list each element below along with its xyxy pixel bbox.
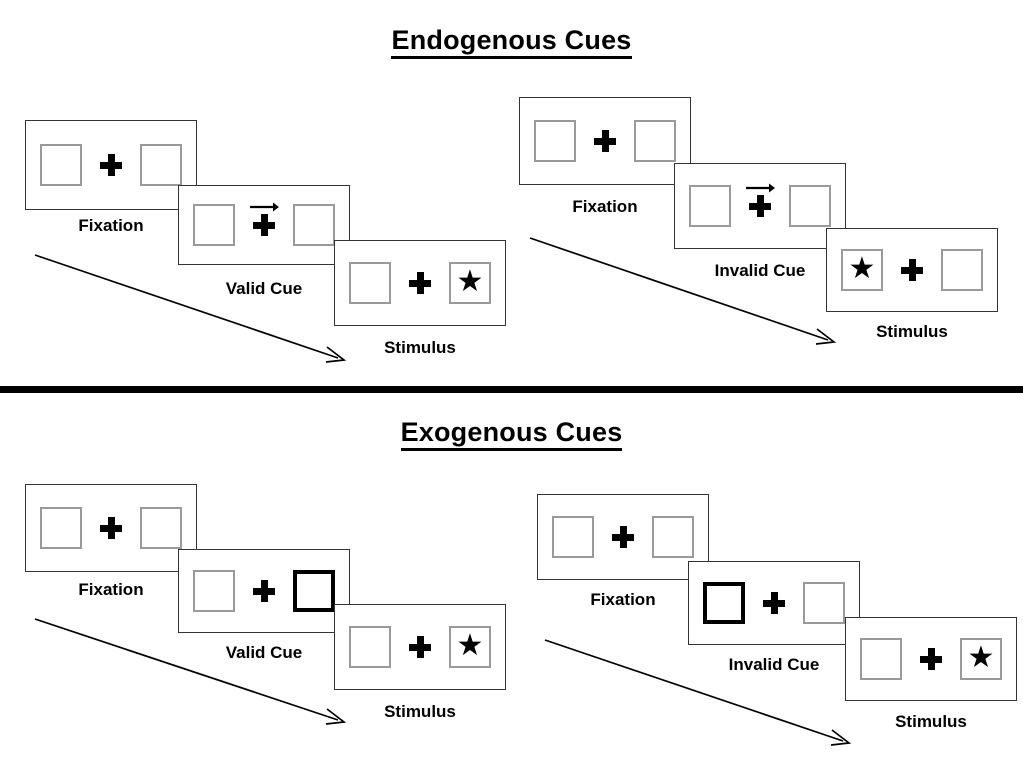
stimulus-box-left: ★	[841, 249, 883, 291]
cue-arrow-right-icon	[250, 202, 279, 212]
stimulus-box-right: ★	[449, 626, 491, 668]
stimulus-box-right	[789, 185, 831, 227]
fixation-cross-icon	[100, 517, 122, 539]
fixation-cross-wrap	[763, 592, 785, 614]
frame-content	[538, 495, 708, 579]
fixation-cross-wrap	[100, 154, 122, 176]
frame-label-exogenous-invalid-fixation: Fixation	[590, 590, 656, 609]
frame-label-endogenous-valid-stimulus: Stimulus	[384, 338, 456, 357]
fixation-cross-icon	[253, 214, 275, 236]
frame-label-exogenous-valid-stimulus: Stimulus	[384, 702, 456, 721]
fixation-cross-icon	[409, 636, 431, 658]
frame-exogenous-invalid-fixation	[537, 494, 709, 580]
fixation-cross-wrap	[409, 636, 431, 658]
stimulus-box-right-cued	[293, 570, 335, 612]
stimulus-box-right	[293, 204, 335, 246]
frame-label-exogenous-valid-cue: Valid Cue	[225, 643, 303, 662]
frame-content	[26, 485, 196, 571]
fixation-cross-wrap	[253, 580, 275, 602]
frame-label-endogenous-valid-cue: Valid Cue	[225, 279, 303, 298]
frame-label-endogenous-invalid-fixation: Fixation	[572, 197, 638, 216]
target-star-icon: ★	[456, 629, 484, 662]
frame-exogenous-valid-cue	[178, 549, 350, 633]
frame-label-endogenous-valid-fixation: Fixation	[78, 216, 144, 235]
fixation-cross-icon	[920, 648, 942, 670]
stimulus-box-left	[40, 144, 82, 186]
fixation-cross-icon	[253, 580, 275, 602]
fixation-cross-wrap	[612, 526, 634, 548]
stimulus-box-left	[193, 204, 235, 246]
stimulus-box-left	[193, 570, 235, 612]
fixation-cross-icon	[749, 195, 771, 217]
frame-label-endogenous-invalid-stimulus: Stimulus	[876, 322, 948, 341]
stimulus-box-right	[140, 144, 182, 186]
frame-content: ★	[827, 229, 997, 311]
section-title-endogenous-text: Endogenous Cues	[391, 25, 632, 59]
frame-endogenous-valid-fixation	[25, 120, 197, 210]
frame-label-exogenous-invalid-cue: Invalid Cue	[728, 655, 820, 674]
frame-label-exogenous-valid-fixation: Fixation	[78, 580, 144, 599]
frame-exogenous-invalid-stimulus: ★	[845, 617, 1017, 701]
stimulus-box-right: ★	[960, 638, 1002, 680]
frame-content	[675, 164, 845, 248]
frame-endogenous-invalid-cue	[674, 163, 846, 249]
frame-content: ★	[335, 241, 505, 325]
target-star-icon: ★	[848, 252, 876, 285]
stimulus-box-right	[140, 507, 182, 549]
stimulus-box-right	[803, 582, 845, 624]
fixation-cross-icon	[409, 272, 431, 294]
stimulus-box-right	[652, 516, 694, 558]
stimulus-box-left-cued	[703, 582, 745, 624]
frame-content: ★	[335, 605, 505, 689]
frame-endogenous-invalid-stimulus: ★	[826, 228, 998, 312]
stimulus-box-left	[534, 120, 576, 162]
fixation-cross-icon	[763, 592, 785, 614]
stimulus-box-left	[349, 626, 391, 668]
frame-content	[689, 562, 859, 644]
fixation-cross-icon	[594, 130, 616, 152]
fixation-cross-wrap	[901, 259, 923, 281]
section-title-endogenous: Endogenous Cues	[0, 25, 1023, 59]
section-title-exogenous-text: Exogenous Cues	[400, 417, 623, 451]
fixation-cross-icon	[612, 526, 634, 548]
stimulus-box-right	[941, 249, 983, 291]
stimulus-box-left	[40, 507, 82, 549]
fixation-cross-icon	[901, 259, 923, 281]
frame-content	[520, 98, 690, 184]
stimulus-box-left	[349, 262, 391, 304]
target-star-icon: ★	[967, 641, 995, 674]
fixation-cross-wrap	[409, 272, 431, 294]
fixation-cross-icon	[100, 154, 122, 176]
fixation-cross-wrap	[250, 202, 279, 236]
frame-exogenous-valid-stimulus: ★	[334, 604, 506, 690]
section-divider	[0, 386, 1023, 393]
fixation-cross-wrap	[746, 183, 775, 217]
target-star-icon: ★	[456, 265, 484, 298]
stimulus-box-right	[634, 120, 676, 162]
frame-label-endogenous-invalid-cue: Invalid Cue	[714, 261, 806, 280]
fixation-cross-wrap	[920, 648, 942, 670]
stimulus-box-right: ★	[449, 262, 491, 304]
stimulus-box-left	[552, 516, 594, 558]
frame-exogenous-invalid-cue	[688, 561, 860, 645]
stimulus-box-left	[689, 185, 731, 227]
frame-endogenous-valid-stimulus: ★	[334, 240, 506, 326]
frame-content	[179, 186, 349, 264]
frame-content	[179, 550, 349, 632]
section-title-exogenous: Exogenous Cues	[0, 417, 1023, 451]
frame-label-exogenous-invalid-stimulus: Stimulus	[895, 712, 967, 731]
frame-endogenous-invalid-fixation	[519, 97, 691, 185]
frame-exogenous-valid-fixation	[25, 484, 197, 572]
frame-endogenous-valid-cue	[178, 185, 350, 265]
frame-content	[26, 121, 196, 209]
fixation-cross-wrap	[594, 130, 616, 152]
fixation-cross-wrap	[100, 517, 122, 539]
cue-arrow-right-icon	[746, 183, 775, 193]
frame-content: ★	[846, 618, 1016, 700]
stimulus-box-left	[860, 638, 902, 680]
